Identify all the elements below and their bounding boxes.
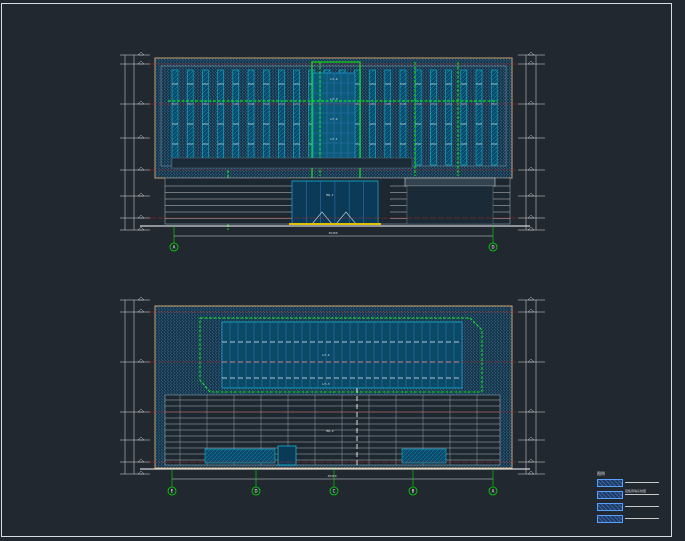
hatch-swatch-icon [597,479,623,487]
level-symbol [137,408,145,413]
legend-item: 铝板幕墙系统图 [597,489,667,500]
soffit-strip [171,157,413,169]
level-symbol [527,408,535,413]
level-symbol [137,308,145,313]
legend: 图例 铝板幕墙系统图 [597,471,669,531]
axis-label: A [173,245,176,250]
legend-item [597,502,667,512]
level-symbol [527,100,535,105]
level-symbol [137,226,145,231]
curtain-wall-callout [199,317,483,393]
ground-window [401,448,447,464]
legend-leader [625,506,659,507]
level-symbol [137,100,145,105]
window-column [445,69,452,166]
legend-leader [625,482,659,483]
panel-tag: LT-2 [330,117,337,121]
legend-item [597,478,667,488]
level-symbol [527,226,535,231]
level-symbol [137,214,145,219]
level-symbol [527,308,535,313]
axis-label: A [492,489,495,494]
overall-dimension-text: 30400 [328,231,337,235]
door-swing [311,211,357,225]
level-symbol [527,134,535,139]
entrance-canopy [404,177,496,187]
drawing-border [1,3,672,537]
window-column [490,69,498,166]
hatch-swatch-icon [597,503,623,511]
level-symbol [137,60,145,65]
axis-bubble [408,486,418,496]
canopy-bay [406,185,494,225]
legend-title: 图例 [597,471,605,476]
panel-tag: LT-3 [322,382,329,386]
level-symbol [137,51,145,56]
axis-label: D [254,489,257,494]
rear-door [277,445,297,466]
panel-tag: LT-4 [330,77,337,81]
level-symbol [137,296,145,301]
level-symbol [527,436,535,441]
hatch-swatch-icon [597,491,623,499]
axis-bubble [167,486,177,496]
level-symbol [137,166,145,171]
level-symbol [527,60,535,65]
axis-bubble [488,486,498,496]
legend-leader [625,494,659,495]
level-symbol [137,436,145,441]
level-symbol [527,470,535,475]
level-symbol [137,458,145,463]
panel-tag: LT-1 [330,137,337,141]
axis-bubble [169,242,179,252]
legend-leader [625,518,659,519]
level-symbol [527,296,535,301]
ground-window [204,448,276,464]
level-symbol [527,458,535,463]
window-column [430,69,437,166]
window-column [460,69,468,166]
level-symbol [527,51,535,56]
overall-dimension-text: 30400 [327,474,336,478]
window-column [475,69,483,166]
axis-bubble [251,486,261,496]
level-symbol [527,166,535,171]
level-symbol [137,470,145,475]
axis-label: C [333,489,336,494]
hatch-swatch-icon [597,515,623,523]
panel-tag: LT-3 [330,97,337,101]
level-symbol [137,192,145,197]
level-symbol [527,192,535,197]
axis-label: E [171,489,174,494]
level-symbol [527,358,535,363]
axis-bubble [488,242,498,252]
level-symbol [137,134,145,139]
podium-label: MQ-2 [326,429,333,433]
entrance-label: MQ-1 [326,193,333,197]
entrance-threshold [289,223,381,225]
panel-tag: LT-4 [322,353,329,357]
axis-label: B [412,489,415,494]
level-symbol [527,214,535,219]
axis-bubble [329,486,339,496]
level-symbol [137,358,145,363]
legend-item [597,514,667,524]
axis-label: D [491,245,494,250]
